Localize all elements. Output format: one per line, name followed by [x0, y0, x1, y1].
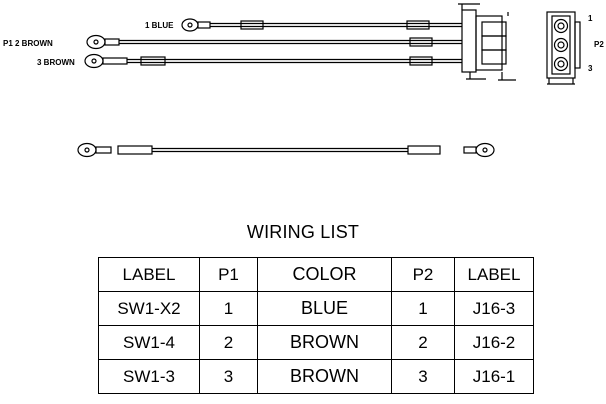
wire-1-label: 1 BLUE — [145, 21, 174, 30]
cell-p1: 1 — [199, 291, 258, 326]
cell-color: BROWN — [257, 325, 392, 360]
cell-color: BLUE — [257, 291, 392, 326]
header-p2: P2 — [391, 257, 455, 292]
cell-label: SW1-X2 — [98, 291, 200, 326]
table-row: SW1-3 3 BROWN 3 J16-1 — [98, 359, 534, 394]
table-header-row: LABEL P1 COLOR P2 LABEL — [98, 257, 534, 292]
wiring-list-table: LABEL P1 COLOR P2 LABEL SW1-X2 1 BLUE 1 … — [98, 257, 534, 394]
wire-2-brown — [86, 34, 462, 50]
wiring-list-title: WIRING LIST — [246, 222, 360, 242]
cell-p2: 3 — [391, 359, 455, 394]
header-p1: P1 — [199, 257, 258, 292]
wire-3-label: 3 BROWN — [37, 58, 75, 67]
pin-3-label: 3 — [588, 64, 593, 73]
cell-p1: 3 — [199, 359, 258, 394]
cell-p2: 2 — [391, 325, 455, 360]
harness-drawing: 1 BLUE P1 2 BROWN 3 BROWN P2 1 3 — [3, 3, 604, 158]
cell-label-2: J16-3 — [454, 291, 534, 326]
connector-housing-side — [458, 3, 516, 81]
header-color: COLOR — [257, 257, 392, 292]
header-label-p1: LABEL — [98, 257, 200, 292]
pin-1-label: 1 — [588, 14, 593, 23]
table-row: SW1-4 2 BROWN 2 J16-2 — [98, 325, 534, 360]
cell-p1: 2 — [199, 325, 258, 360]
table-row: SW1-X2 1 BLUE 1 J16-3 — [98, 291, 534, 326]
jumper-wire — [77, 142, 495, 158]
connector-label: P2 — [594, 40, 604, 49]
cell-label-2: J16-1 — [454, 359, 534, 394]
cell-label: SW1-3 — [98, 359, 200, 394]
cell-label-2: J16-2 — [454, 325, 534, 360]
wire-2-label: P1 2 BROWN — [3, 39, 53, 48]
wire-3-brown — [84, 53, 462, 69]
connector-p2-end-view — [546, 11, 581, 85]
cell-p2: 1 — [391, 291, 455, 326]
cell-label: SW1-4 — [98, 325, 200, 360]
wire-1-blue — [181, 18, 462, 32]
header-label-p2: LABEL — [454, 257, 534, 292]
cell-color: BROWN — [257, 359, 392, 394]
